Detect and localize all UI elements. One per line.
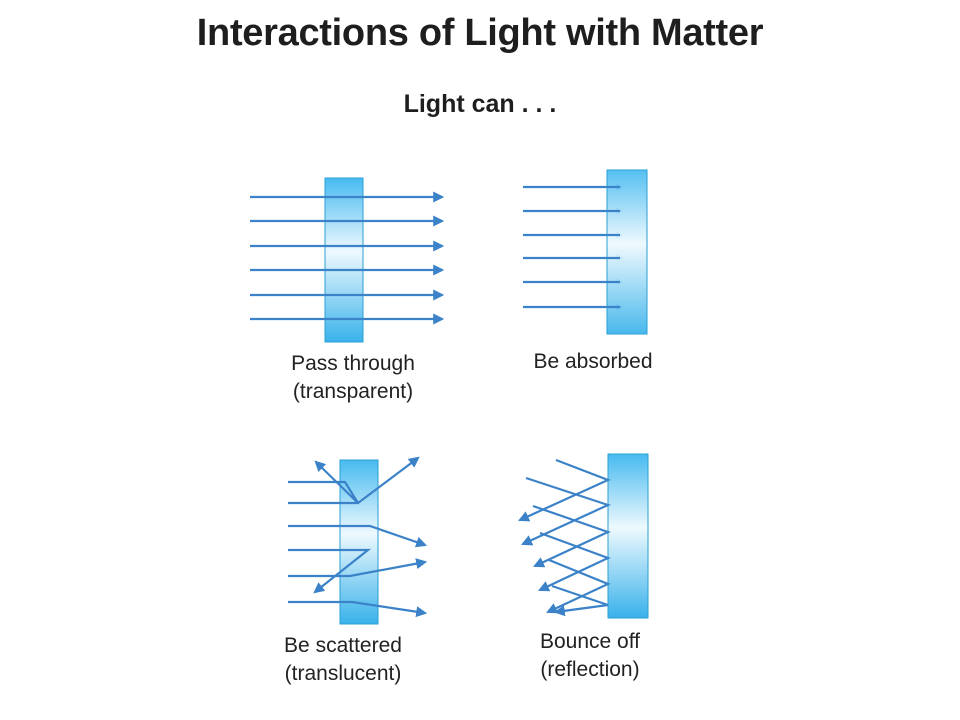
scattered-panel	[288, 456, 428, 625]
absorbed-ray-ends	[607, 185, 620, 309]
diagram-title: Interactions of Light with Matter	[196, 12, 764, 54]
caption-line: (translucent)	[284, 662, 402, 685]
caption-line: (reflection)	[540, 658, 640, 681]
absorbed-caption: Be absorbed	[503, 348, 683, 376]
diagram-subtitle: Light can . . .	[403, 90, 557, 118]
translucent-slab	[339, 459, 379, 625]
caption-line: Be scattered	[284, 634, 402, 657]
pass-through-caption: Pass through (transparent)	[263, 350, 443, 406]
pass-through-rays	[250, 191, 445, 325]
reflective-slab	[607, 453, 649, 619]
scattered-rays	[288, 456, 428, 618]
scattered-caption: Be scattered (translucent)	[253, 632, 433, 688]
caption-line: Bounce off	[539, 630, 641, 653]
absorbed-panel	[523, 169, 648, 335]
caption-line: Be absorbed	[533, 350, 653, 373]
caption-line: (transparent)	[292, 380, 414, 403]
reflected-rays	[517, 458, 612, 617]
reflection-caption: Bounce off (reflection)	[500, 628, 680, 684]
caption-line: Pass through	[291, 352, 415, 375]
absorbed-rays	[523, 183, 624, 311]
opaque-slab	[606, 169, 648, 335]
transparent-slab	[324, 177, 364, 343]
reflection-panel	[517, 453, 649, 619]
pass-through-panel	[250, 177, 445, 343]
